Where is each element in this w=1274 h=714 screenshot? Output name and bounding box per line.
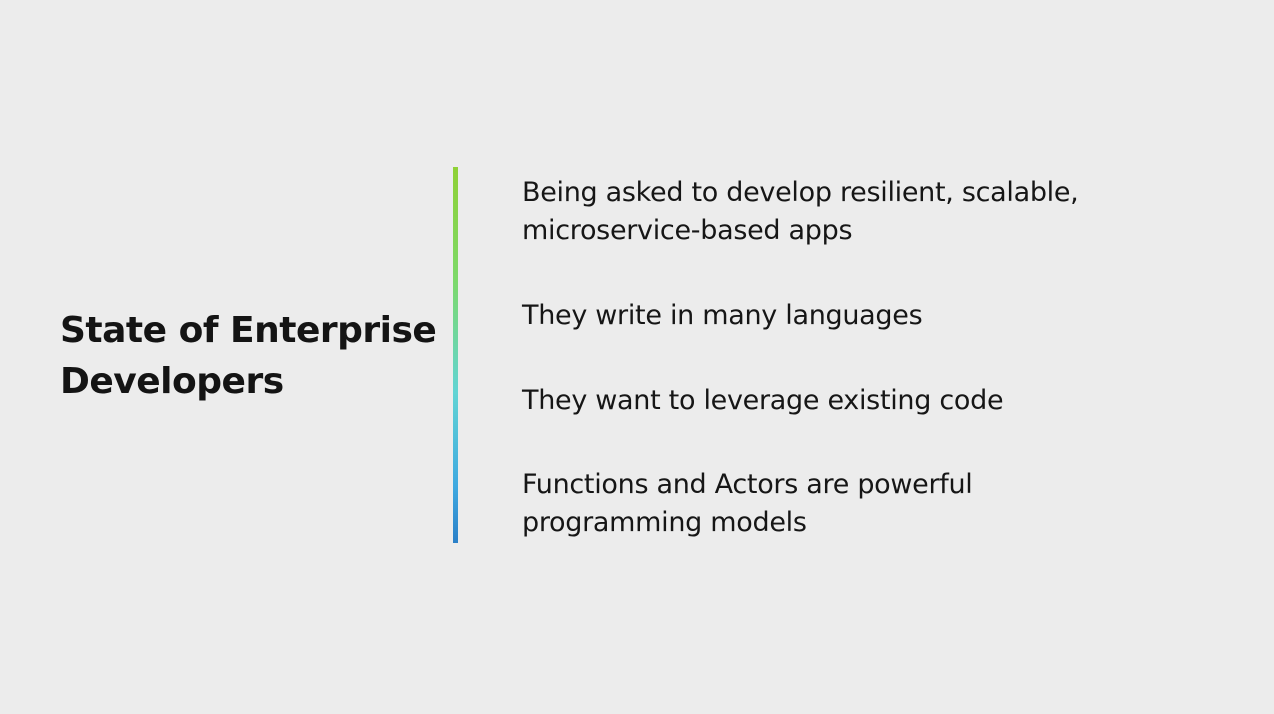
bullet-item: They write in many languages xyxy=(522,297,1202,335)
slide-title-line: State of Enterprise xyxy=(60,310,437,351)
bullet-text-line: Functions and Actors are powerful xyxy=(522,469,973,500)
slide-title-line: Developers xyxy=(60,361,284,402)
bullet-text-line: microservice-based apps xyxy=(522,215,853,246)
gradient-divider xyxy=(453,167,458,543)
bullet-list: Being asked to develop resilient, scalab… xyxy=(522,0,1222,714)
slide-title: State of Enterprise Developers xyxy=(60,305,437,407)
bullet-text-line: Being asked to develop resilient, scalab… xyxy=(522,177,1079,208)
bullet-item: Being asked to develop resilient, scalab… xyxy=(522,174,1202,250)
bullet-text-line: programming models xyxy=(522,507,807,538)
bullet-item: Functions and Actors are powerful progra… xyxy=(522,466,1202,542)
bullet-text-line: They write in many languages xyxy=(522,300,923,331)
bullet-item: They want to leverage existing code xyxy=(522,382,1202,420)
bullet-text-line: They want to leverage existing code xyxy=(522,385,1004,416)
